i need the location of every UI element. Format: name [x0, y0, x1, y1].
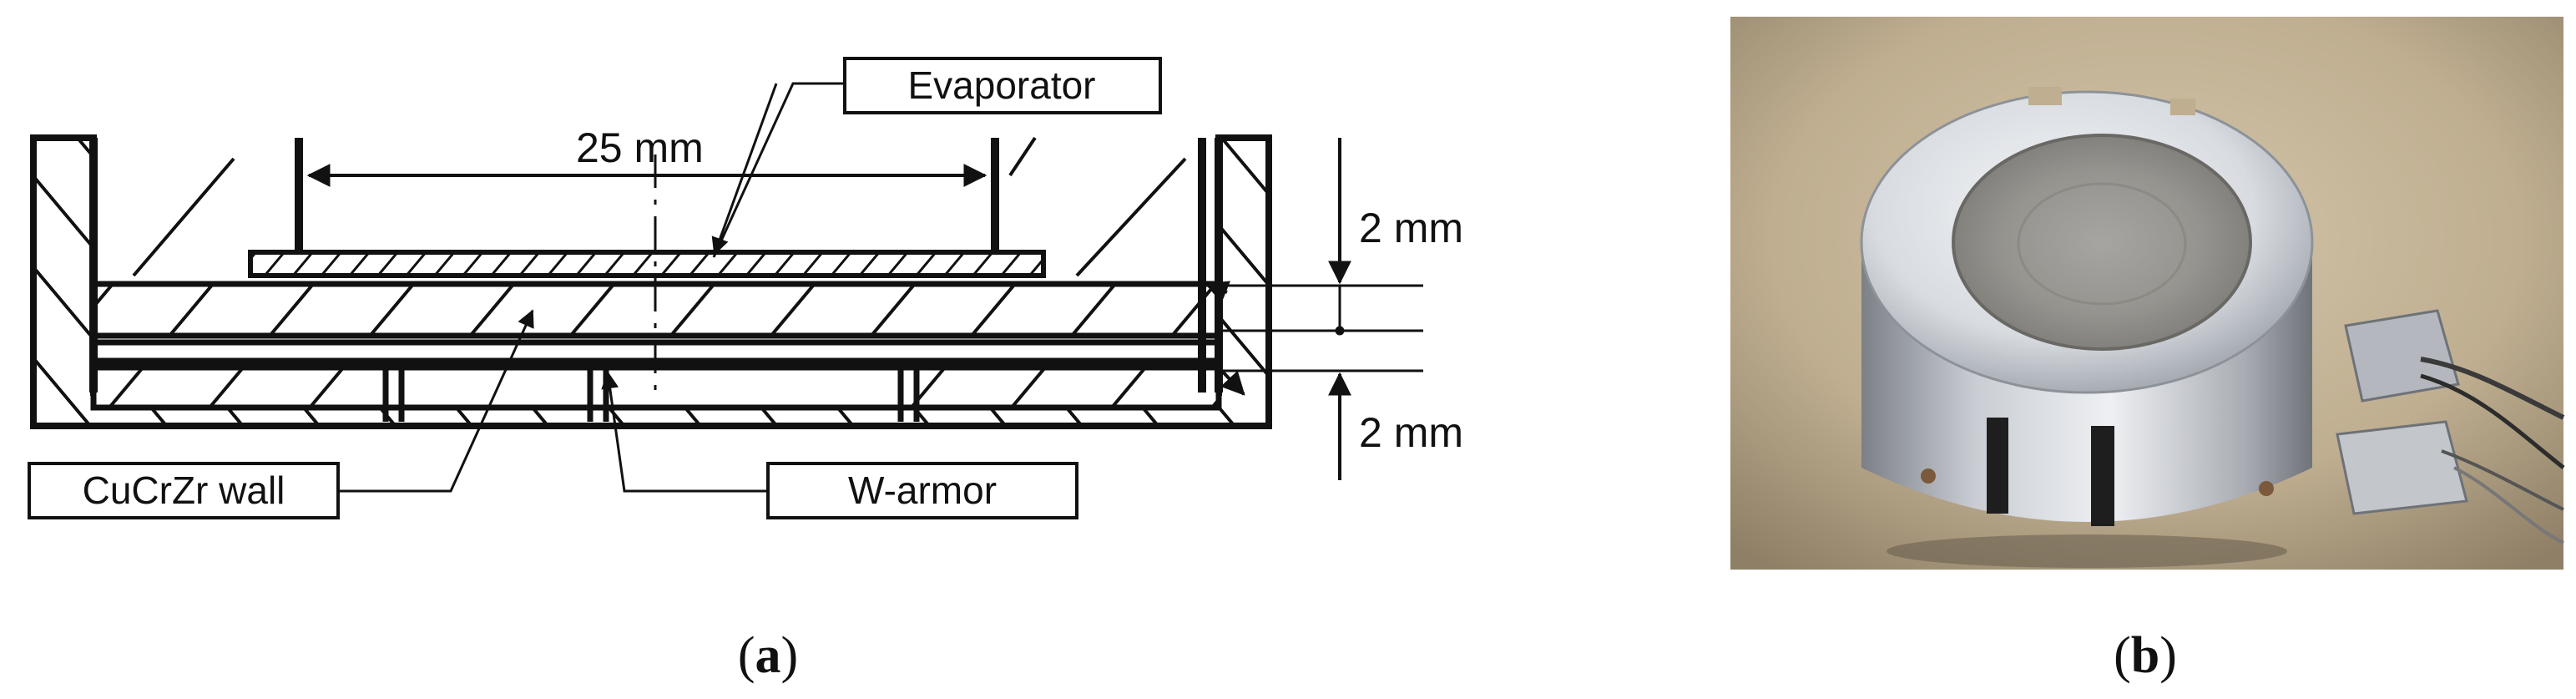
evaporator-pillars — [295, 138, 999, 255]
width-dimension-label: 25 mm — [576, 124, 704, 171]
panel-a-diagram: 25 mm 2 mm 2 mm Evaporator CuCrZr wall — [28, 57, 1463, 684]
connector-block — [2336, 309, 2565, 545]
diagonal-stray-lines — [132, 136, 1187, 277]
bottom-gap-label: 2 mm — [1359, 409, 1463, 456]
evaporator-plate — [248, 250, 1046, 278]
top-gap-label: 2 mm — [1359, 205, 1463, 251]
cucrzr-label: CuCrZr wall — [83, 469, 285, 512]
side-slot-left — [1987, 418, 2008, 514]
evaporator-label-box — [843, 57, 1162, 114]
evaporator-label: Evaporator — [907, 63, 1095, 107]
sample-holder — [1860, 87, 2314, 568]
cucrzr-callout: CuCrZr wall — [28, 309, 534, 519]
side-slot-right — [2091, 426, 2114, 526]
w-armor-label-box — [766, 462, 1078, 519]
panel-b-photo: (b) — [1730, 17, 2565, 684]
cucrzr-label-box — [28, 462, 340, 519]
w-armor-label: W-armor — [848, 469, 997, 512]
thickness-dimensions — [1204, 138, 1423, 480]
panel-a-caption: (a) — [738, 627, 798, 684]
w-armor-callout: W-armor — [601, 371, 1078, 519]
width-dimension: 25 mm — [306, 124, 987, 187]
inner-side-walls — [89, 138, 1223, 393]
sample-face — [1952, 134, 2252, 351]
panel-b-caption: (b) — [2114, 627, 2177, 684]
evaporator-callout: Evaporator — [711, 57, 1162, 258]
w-armor-layer — [90, 364, 1222, 422]
